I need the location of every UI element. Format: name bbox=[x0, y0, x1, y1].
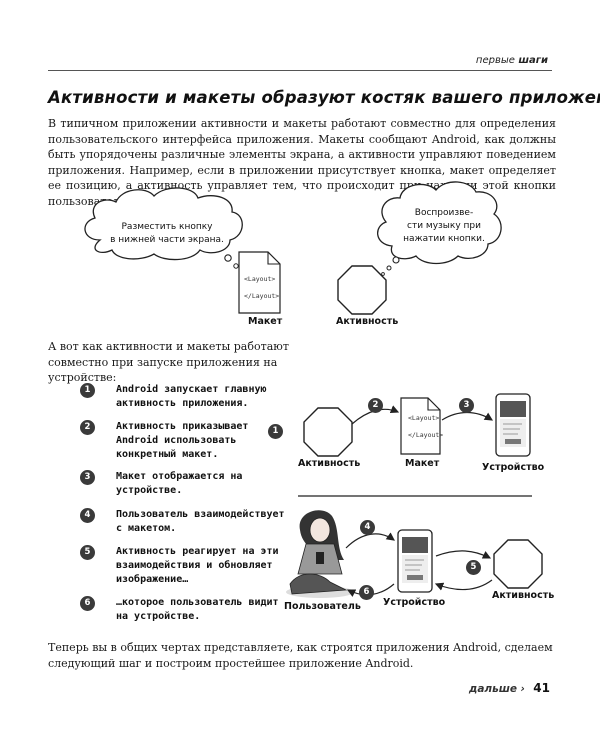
user-illustration bbox=[286, 510, 354, 598]
flow-doc-text: <Layout> </Layout> bbox=[408, 410, 443, 444]
arrow-layout-to-device bbox=[441, 411, 494, 421]
flow-marker: 6 bbox=[359, 585, 374, 600]
user-label: Пользователь bbox=[284, 601, 361, 612]
flow-activity-octagon bbox=[303, 407, 353, 457]
step-text: Макет отображается на устройстве. bbox=[116, 471, 243, 496]
bubble-activity-line: сти музыку при bbox=[407, 221, 481, 231]
flow-marker: 4 bbox=[360, 520, 375, 535]
step-text: Android запускает главную активность при… bbox=[116, 384, 267, 409]
step-text: …которое пользователь видит на устройств… bbox=[116, 597, 279, 622]
step-number: 4 bbox=[80, 508, 95, 523]
arrow-activity-to-device bbox=[434, 579, 493, 591]
steps-list: 1 Android запускает главную активность п… bbox=[80, 380, 285, 630]
thought-cloud-activity bbox=[377, 181, 502, 276]
bubble-layout-line: в нижней части экрана. bbox=[110, 235, 224, 245]
layout-label: Макет bbox=[248, 316, 283, 327]
bubble-activity-line: Воспроизве- bbox=[414, 208, 474, 218]
arrow-device-to-activity bbox=[435, 550, 492, 559]
layout-document-icon bbox=[238, 251, 281, 314]
bubble-activity-text: Воспроизве- сти музыку при нажатии кнопк… bbox=[396, 207, 492, 246]
step-number: 2 bbox=[80, 420, 95, 435]
flow-marker: 1 bbox=[268, 424, 283, 439]
step-text: Активность приказывает Android использов… bbox=[116, 421, 249, 460]
next-link[interactable]: дальше › bbox=[468, 683, 525, 695]
layout-doc-text: <Layout> </Layout> bbox=[244, 271, 279, 305]
flow-activity-octagon-bottom bbox=[493, 539, 543, 589]
flow-device-phone-top bbox=[495, 393, 531, 457]
page-title: Активности и макеты образуют костяк ваше… bbox=[48, 88, 600, 107]
layout-doc-line: </Layout> bbox=[244, 292, 280, 300]
closing-paragraph: Теперь вы в общих чертах представляете, … bbox=[48, 641, 553, 670]
flow-diagram bbox=[286, 393, 543, 598]
bubble-activity-line: нажатии кнопки. bbox=[403, 234, 485, 244]
layout-doc-line: <Layout> bbox=[244, 275, 276, 283]
step-number: 3 bbox=[80, 470, 95, 485]
flow-marker: 3 bbox=[459, 398, 474, 413]
flow-device-label: Устройство bbox=[482, 462, 545, 473]
step-number: 6 bbox=[80, 596, 95, 611]
step-text: Активность реагирует на эти взаимодейств… bbox=[116, 546, 279, 585]
flow-marker: 5 bbox=[466, 560, 481, 575]
step-text: Пользователь взаимодействует с макетом. bbox=[116, 509, 285, 534]
section-tag: первые шаги bbox=[476, 55, 548, 66]
flow-bottom-activity-label: Активность bbox=[492, 590, 555, 601]
step-number: 1 bbox=[80, 383, 95, 398]
flow-marker: 2 bbox=[368, 398, 383, 413]
header-rule bbox=[48, 70, 552, 71]
flow-activity-label: Активность bbox=[298, 458, 361, 469]
flow-device-phone-bottom bbox=[397, 529, 433, 593]
layout-activity-diagram bbox=[84, 181, 502, 315]
activity-octagon-icon bbox=[337, 265, 387, 315]
section-tag-light: первые bbox=[475, 55, 515, 66]
bubble-layout-text: Разместить кнопку в нижней части экрана. bbox=[108, 221, 226, 247]
activity-label: Активность bbox=[336, 316, 399, 327]
arrow-user-to-device bbox=[345, 532, 395, 549]
flow-doc-line: </Layout> bbox=[408, 431, 444, 439]
flow-layout-label: Макет bbox=[405, 458, 440, 469]
bubble-layout-line: Разместить кнопку bbox=[121, 222, 213, 232]
flow-bottom-device-label: Устройство bbox=[383, 597, 446, 608]
section-tag-bold: шаги bbox=[518, 55, 548, 66]
flow-layout-document bbox=[400, 397, 441, 455]
page-number: 41 bbox=[533, 681, 550, 695]
step-number: 5 bbox=[80, 545, 95, 560]
flow-doc-line: <Layout> bbox=[408, 414, 440, 422]
second-paragraph: А вот как активности и макеты работают с… bbox=[48, 340, 289, 385]
